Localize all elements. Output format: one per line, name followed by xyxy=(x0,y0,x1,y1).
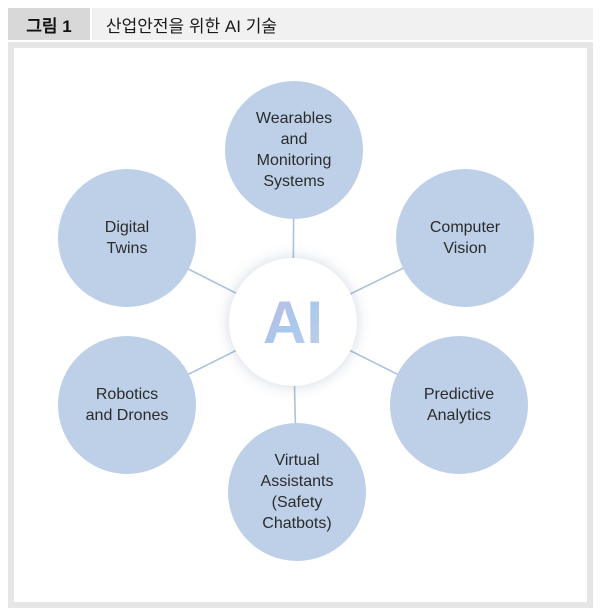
node-wearables: Wearables and Monitoring Systems xyxy=(225,81,363,219)
figure-header: 그림 1 산업안전을 위한 AI 기술 xyxy=(8,8,593,40)
figure-title: 산업안전을 위한 AI 기술 xyxy=(106,16,277,36)
ai-label: AI xyxy=(263,289,323,356)
node-predictive-analytics: Predictive Analytics xyxy=(390,336,528,474)
node-label: Predictive Analytics xyxy=(423,386,495,424)
node-label: Virtual Assistants (Safety Chatbots) xyxy=(260,452,334,532)
node-virtual-assistants: Virtual Assistants (Safety Chatbots) xyxy=(228,423,366,561)
node-digital-twins: Digital Twins xyxy=(58,169,196,307)
node-label: Computer Vision xyxy=(429,219,501,257)
node-robotics-drones: Robotics and Drones xyxy=(58,336,196,474)
ai-wordmark: AI xyxy=(263,289,323,356)
figure-number: 그림 1 xyxy=(8,8,90,40)
node-label: Wearables and Monitoring Systems xyxy=(255,110,333,190)
figure-title-bar: 산업안전을 위한 AI 기술 xyxy=(92,8,593,40)
node-label: Robotics and Drones xyxy=(85,386,169,424)
node-label: Digital Twins xyxy=(104,219,150,257)
node-computer-vision: Computer Vision xyxy=(396,169,534,307)
ai-hub: AI xyxy=(229,258,357,386)
